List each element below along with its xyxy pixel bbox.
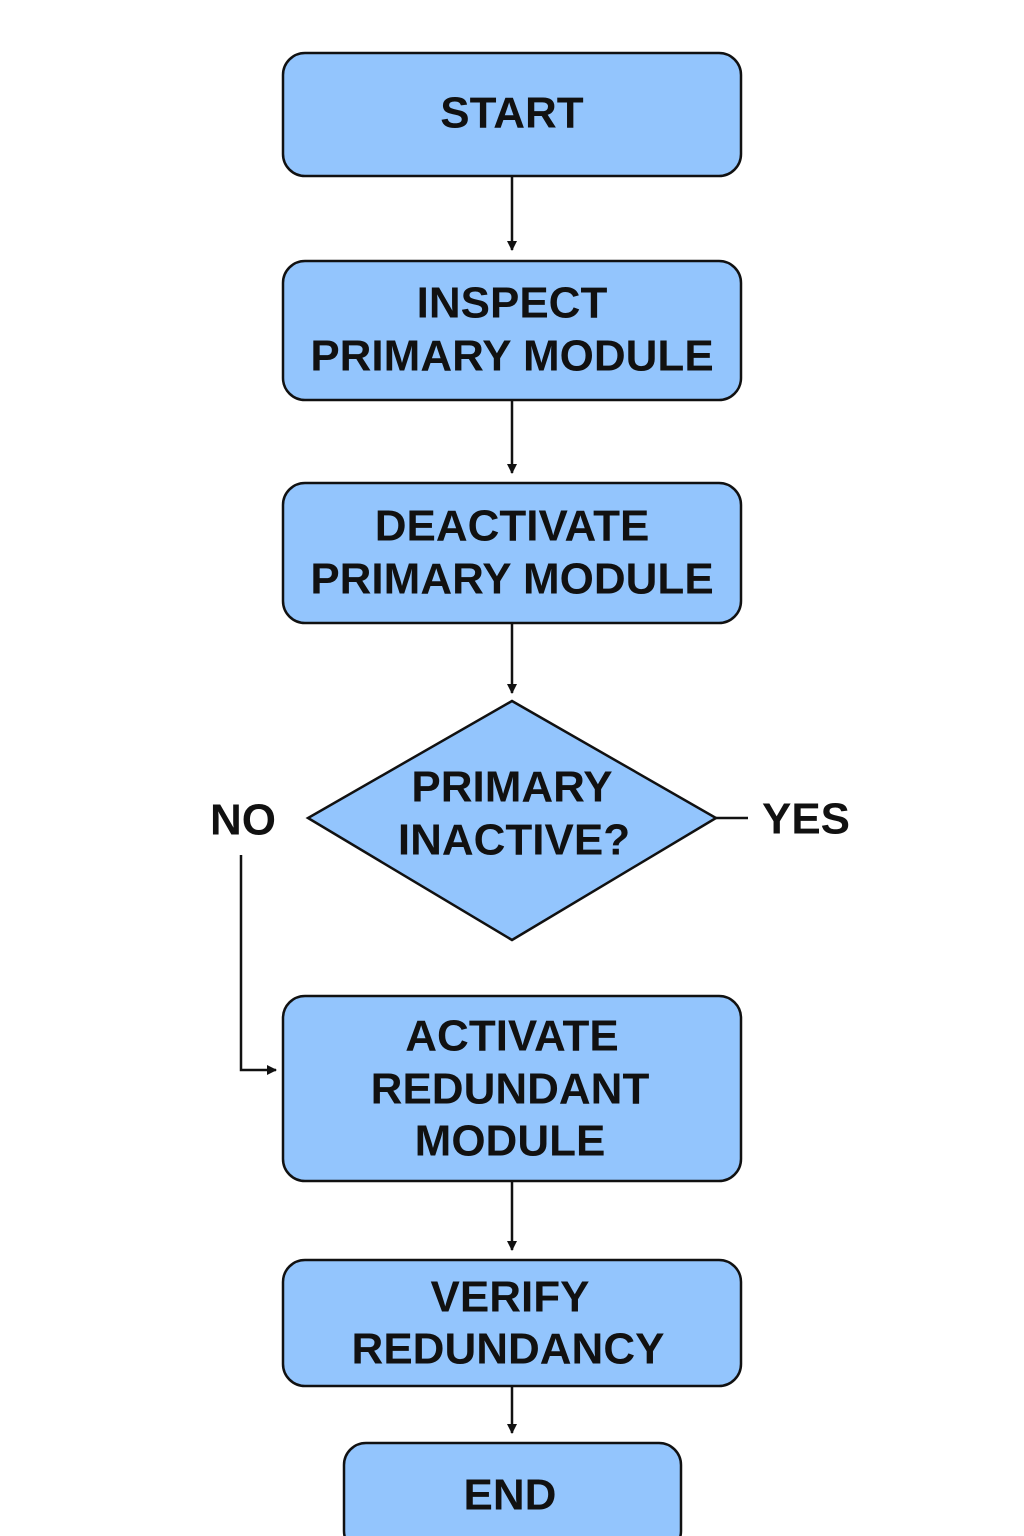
decision-label-line-1: PRIMARY (411, 763, 612, 812)
edge-no-branch-to-activate (239, 855, 277, 1075)
deactivate-label-line-1: DEACTIVATE (375, 502, 650, 551)
verify-label-line-1: VERIFY (431, 1273, 590, 1322)
activate-label-line-1: ACTIVATE (405, 1012, 618, 1061)
deactivate-label-line-2: PRIMARY MODULE (310, 555, 713, 604)
start-node: START (281, 51, 743, 178)
activate-label-line-3: MODULE (415, 1117, 606, 1166)
inspect-primary-module-node: INSPECT PRIMARY MODULE (281, 259, 743, 402)
start-label: START (440, 89, 584, 138)
decision-label-line-2: INACTIVE? (398, 816, 630, 865)
deactivate-primary-module-node: DEACTIVATE PRIMARY MODULE (281, 481, 743, 625)
end-label: END (464, 1471, 557, 1520)
activate-label-line-2: REDUNDANT (371, 1065, 650, 1114)
inspect-label-line-1: INSPECT (417, 279, 608, 328)
verify-redundancy-node: VERIFY REDUNDANCY (281, 1258, 743, 1388)
inspect-label-line-2: PRIMARY MODULE (310, 332, 713, 381)
verify-label-line-2: REDUNDANCY (352, 1325, 665, 1374)
activate-redundant-module-node: ACTIVATE REDUNDANT MODULE (281, 994, 743, 1183)
primary-inactive-decision: PRIMARY INACTIVE? (305, 699, 719, 942)
no-branch-label: NO (210, 796, 276, 845)
yes-branch-label: YES (762, 795, 850, 844)
end-node: END (342, 1441, 683, 1536)
